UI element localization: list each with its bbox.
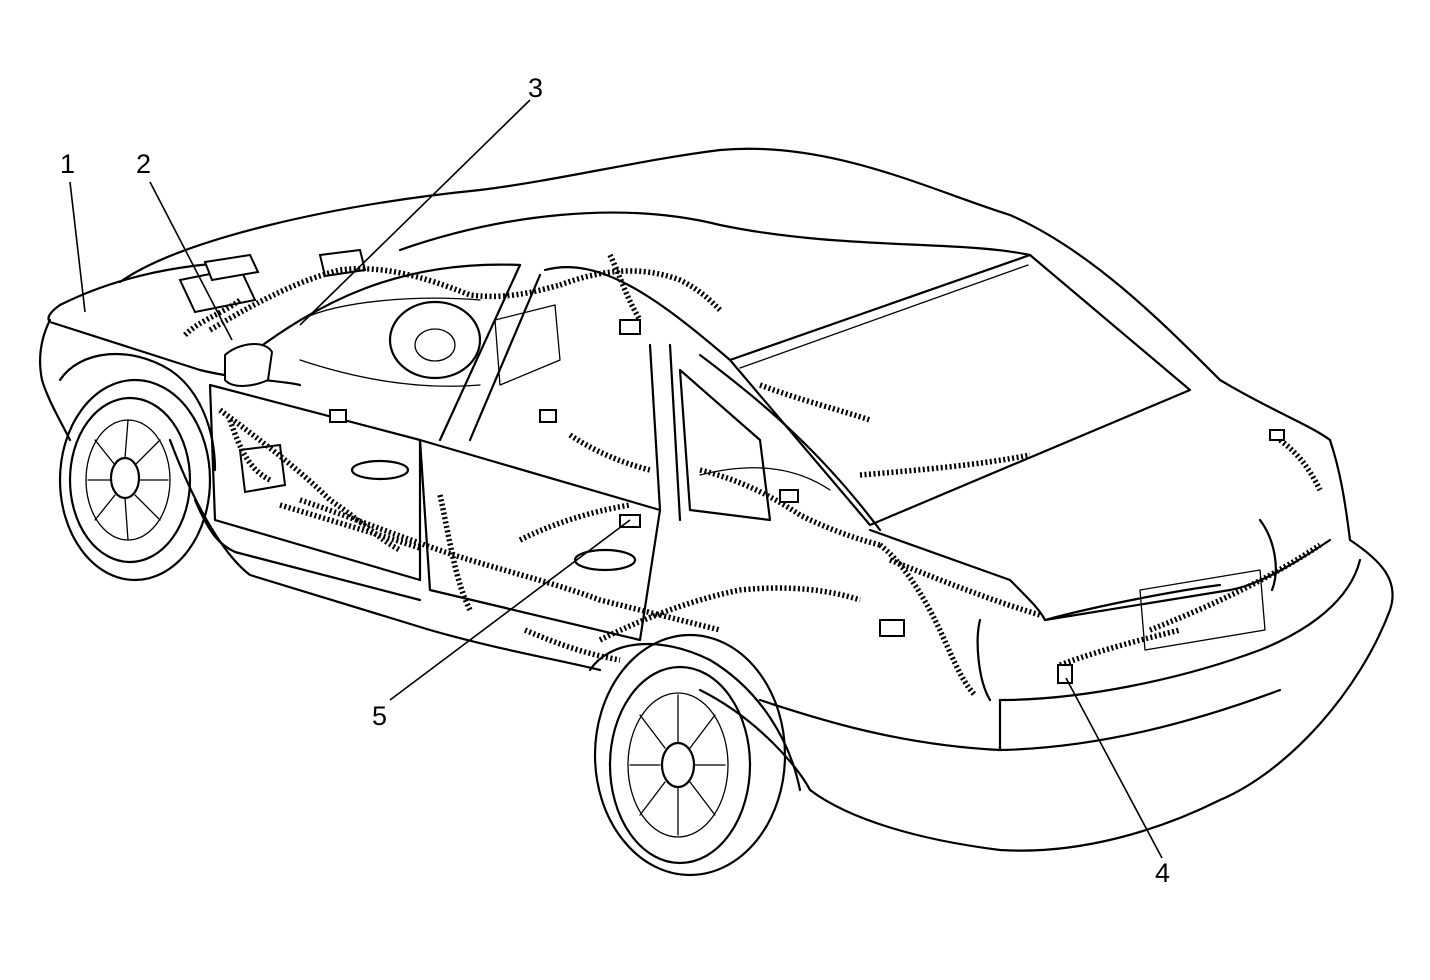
- engine-components: [178, 248, 367, 494]
- front-wheel-arch: [58, 352, 217, 472]
- callout-label-1: 1: [60, 149, 75, 179]
- callout-label-3: 3: [528, 73, 543, 103]
- callout-label-4: 4: [1155, 858, 1170, 888]
- car-body: [39, 147, 1394, 852]
- callout-3: 3: [299, 73, 543, 326]
- callout-label-5: 5: [372, 701, 387, 731]
- rear-wheel-arch: [588, 642, 802, 792]
- callout-2: 2: [136, 149, 233, 341]
- callout-4: 4: [1065, 677, 1170, 888]
- callout-1: 1: [60, 149, 86, 313]
- callout-5: 5: [372, 519, 631, 731]
- front-wheel: [58, 378, 212, 582]
- connectors: [329, 319, 1285, 684]
- wiring-harness-group: [183, 253, 1323, 697]
- callout-label-2: 2: [136, 149, 151, 179]
- rear-wheel: [593, 633, 787, 877]
